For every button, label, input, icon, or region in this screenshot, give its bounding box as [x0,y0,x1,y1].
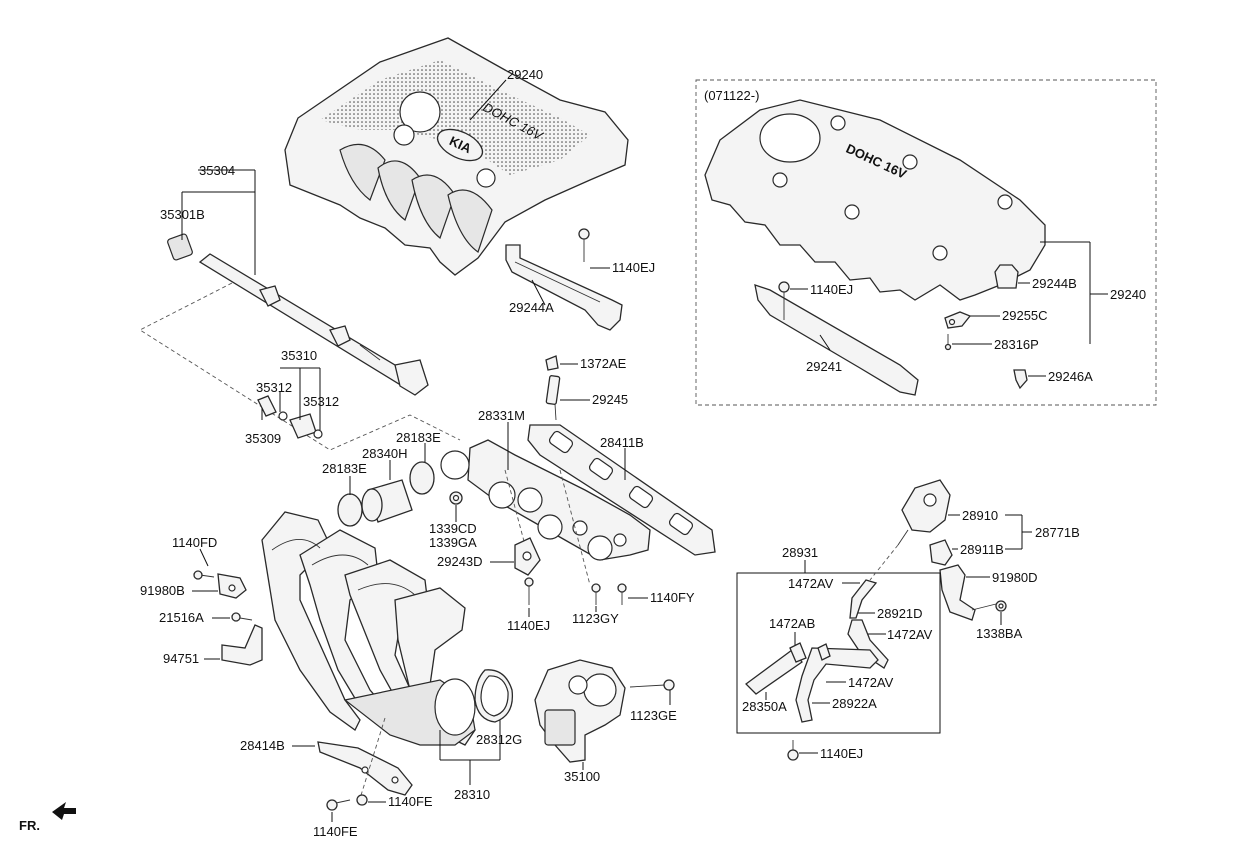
callout-28340h: 28340H [362,446,408,461]
throttle-body-35100 [534,659,626,763]
callout-28312g: 28312G [476,732,522,747]
callout-94751: 94751 [163,651,199,666]
bolt-icon [787,740,799,761]
callout-35301b: 35301B [160,207,205,222]
callout-1338ba: 1338BA [976,626,1023,641]
callout-29240-right: 29240 [1110,287,1146,302]
callout-1123gy: 1123GY [572,611,619,626]
bolt-icon [326,794,368,811]
callout-1140fe-a: 1140FE [388,794,433,809]
valve-28910 [897,479,951,546]
bracket-29244a [505,244,623,331]
callout-1472av-a: 1472AV [788,576,834,591]
callout-1123ge: 1123GE [630,708,677,723]
variant-box [695,79,1157,406]
bolt-icon [524,577,534,605]
sensor-29245 [545,355,561,421]
callout-1339cd: 1339CD [429,521,477,536]
callout-21516a: 21516A [159,610,204,625]
callout-91980d: 91980D [992,570,1038,585]
clip-29246a [1013,369,1028,390]
callout-28771b: 28771B [1035,525,1080,540]
callout-28331m: 28331M [478,408,525,423]
callout-1140fd: 1140FD [172,535,217,550]
bolt-icon [778,281,790,320]
callout-35100: 35100 [564,769,600,784]
callout-28911b: 28911B [960,542,1004,557]
callout-29243d: 29243D [437,554,483,569]
callout-1140ej-a: 1140EJ [612,260,655,275]
callout-29244b: 29244B [1032,276,1077,291]
callout-28183e-b: 28183E [322,461,367,476]
bracket-29243d [514,537,541,576]
bracket-29241 [754,284,919,396]
fuel-rail-35304 [167,233,429,396]
hose-28340h [337,461,435,527]
callout-1140fe-b: 1140FE [313,824,358,839]
hose-assembly-box [736,572,941,734]
callout-29245: 29245 [592,392,628,407]
callout-91980b: 91980B [140,583,185,598]
callout-28316p: 28316P [994,337,1039,352]
injector-35310 [257,395,323,439]
callout-29244a: 29244A [509,300,554,315]
callout-28922a: 28922A [832,696,877,711]
callout-1140ej-b: 1140EJ [507,618,550,633]
callout-29241: 29241 [806,359,842,374]
nut-icon [995,600,1007,612]
callout-35304: 35304 [199,163,235,178]
callout-28921d: 28921D [877,606,923,621]
callout-28411b: 28411B [600,435,644,450]
orientation-label: FR. [19,818,40,833]
hose-28922a [795,643,879,723]
manifold-28331m [440,439,651,561]
callout-28350a: 28350A [742,699,787,714]
callout-35309: 35309 [245,431,281,446]
callout-1472av-b: 1472AV [887,627,933,642]
intake-manifold-28310 [261,511,476,746]
callout-29246a: 29246A [1048,369,1093,384]
callout-1472ab: 1472AB [769,616,815,631]
bracket-28911b [929,539,953,566]
bracket-94751 [221,624,263,666]
engine-cover-right: DOHC 16V [704,99,1046,301]
bolt-icon [629,679,675,691]
bolt-icon [193,570,215,580]
bolt-icon [231,612,253,622]
callout-29240-left: 29240 [507,67,543,82]
callout-1372ae: 1372AE [580,356,627,371]
pin-icon [944,334,952,351]
callout-28414b: 28414B [240,738,285,753]
callout-35310: 35310 [281,348,317,363]
callout-28183e-a: 28183E [396,430,441,445]
variant-box-label: (071122-) [704,88,759,103]
callout-1140ej-d: 1140EJ [820,746,863,761]
callout-28310: 28310 [454,787,490,802]
clip-29255c [944,311,972,329]
gasket-28411b [527,424,716,556]
engine-cover-left: KIA DOHC 16V [284,37,629,276]
callout-1472av-c: 1472AV [848,675,894,690]
callout-35312-a: 35312 [256,380,292,395]
nut-icon [449,491,463,505]
front-arrow-icon [52,802,76,820]
callout-35312-b: 35312 [303,394,339,409]
callout-29255c: 29255C [1002,308,1048,323]
gasket-28312g [474,669,514,723]
hose-28921d [847,579,889,669]
grommet-29244b [994,264,1019,289]
bracket-28414b [317,741,413,796]
callout-28931: 28931 [782,545,818,560]
bolt-icon [578,228,590,262]
callout-1339ga: 1339GA [429,535,477,550]
bracket-91980b [217,573,247,599]
callout-1140fy: 1140FY [650,590,695,605]
bracket-91980d [939,564,997,621]
bolt-icon [591,583,627,605]
callout-28910: 28910 [962,508,998,523]
callout-1140ej-c: 1140EJ [810,282,853,297]
hose-28350a [745,642,807,695]
